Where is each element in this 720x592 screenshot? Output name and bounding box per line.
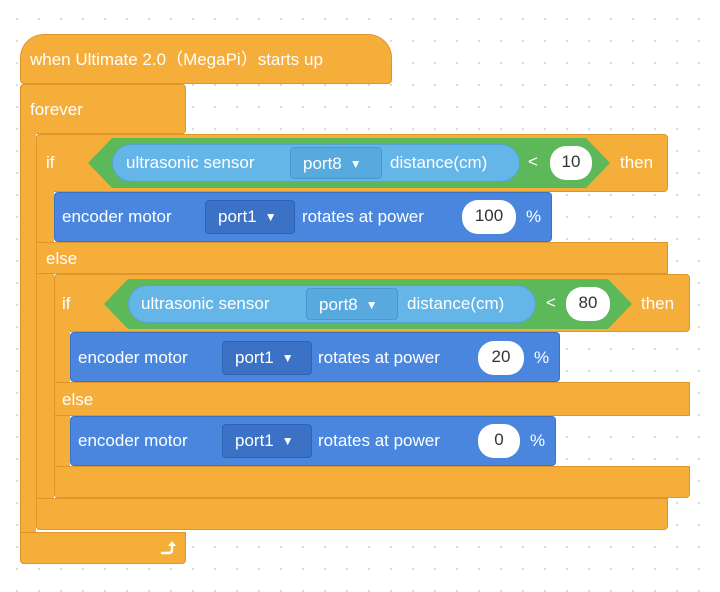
forever-block[interactable] [20,84,186,134]
inner-else-divider[interactable] [54,382,690,416]
forever-label: forever [30,100,83,119]
triangle-down-icon: ▼ [349,157,362,171]
hat-label: when Ultimate 2.0（MegaPi）starts up [30,50,323,69]
inner-if-label: if [62,294,71,313]
inner-else-unit: % [530,431,546,450]
outer-then-label: then [620,153,654,172]
inner-then-port-dropdown[interactable]: port1 ▼ [222,341,312,375]
outer-sensor-label: ultrasonic sensor [126,153,255,172]
outer-sensor-port-dropdown[interactable]: port8 ▼ [290,147,382,179]
inner-then-motor-middle: rotates at power [318,348,440,367]
triangle-down-icon: ▼ [264,210,277,224]
outer-then-motor-middle: rotates at power [302,207,424,226]
forever-footer [20,532,186,564]
inner-else-power-input[interactable]: 0 [478,424,520,458]
inner-then-port-value: port1 [235,348,274,367]
outer-operator-symbol: < [528,152,538,171]
outer-threshold-input[interactable]: 10 [550,146,592,180]
inner-else-port-dropdown[interactable]: port1 ▼ [222,424,312,458]
triangle-down-icon: ▼ [365,298,378,312]
inner-sensor-label: ultrasonic sensor [141,294,270,313]
outer-else-divider[interactable] [36,242,668,274]
outer-if-footer [36,498,668,530]
outer-then-unit: % [526,207,542,226]
inner-else-port-value: port1 [235,431,274,450]
when-starts-up-hat[interactable] [20,34,392,84]
outer-then-power-input[interactable]: 100 [462,200,516,234]
inner-if-footer [54,466,690,498]
inner-measure-label: distance(cm) [407,294,505,313]
inner-then-motor-prefix: encoder motor [78,348,188,367]
inner-threshold-input[interactable]: 80 [566,287,610,321]
inner-else-label: else [62,390,94,409]
triangle-down-icon: ▼ [281,351,294,365]
outer-if-arm [36,134,54,530]
outer-else-label: else [46,249,78,268]
loop-arrow-icon [160,541,176,555]
triangle-down-icon: ▼ [281,434,294,448]
inner-else-motor-middle: rotates at power [318,431,440,450]
outer-measure-label: distance(cm) [390,153,488,172]
forever-arm [20,84,36,564]
outer-if-label: if [46,153,55,172]
outer-then-port-dropdown[interactable]: port1 ▼ [205,200,295,234]
inner-then-unit: % [534,348,550,367]
inner-operator-symbol: < [546,293,556,312]
inner-then-label: then [641,294,675,313]
outer-then-motor-prefix: encoder motor [62,207,172,226]
inner-then-power-input[interactable]: 20 [478,341,524,375]
inner-sensor-port-dropdown[interactable]: port8 ▼ [306,288,398,320]
outer-sensor-port-value: port8 [303,154,342,173]
inner-else-motor-block[interactable] [70,416,556,466]
inner-sensor-port-value: port8 [319,295,358,314]
inner-else-motor-prefix: encoder motor [78,431,188,450]
outer-then-port-value: port1 [218,207,257,226]
